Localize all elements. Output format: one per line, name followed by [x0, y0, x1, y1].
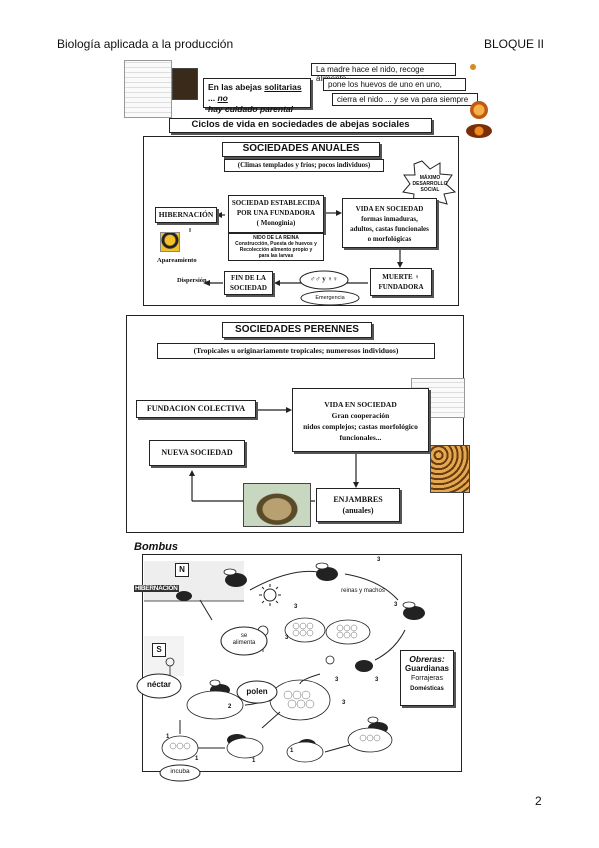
starburst-text: MÁXIMO DESARROLLO SOCIAL [408, 175, 452, 193]
founder-line-3: ( Monoginia) [256, 219, 296, 227]
step-2: pone los huevos de uno en uno, [323, 78, 466, 91]
stage-number: 3 [377, 557, 381, 563]
sexes-label: ♂♂ y ♀♀ [310, 275, 338, 283]
solitary-mid: ... [208, 93, 218, 103]
society-end-line-2: SOCIEDAD [230, 284, 267, 292]
founder-society-box: SOCIEDAD ESTABLECIDA POR UNA FUNDADORA (… [228, 195, 324, 233]
stage-number: 1 [166, 734, 170, 740]
swarms-box: ENJAMBRES (anuales) [316, 488, 400, 522]
perennial-life-line-1: VIDA EN SOCIEDAD [324, 400, 397, 409]
north-label: N [175, 563, 189, 577]
life-cycle-banner: Ciclos de vida en sociedades de abejas s… [169, 118, 432, 133]
worker-guards: Guardianas [404, 664, 449, 673]
feeds-line-2: alimenta [232, 640, 256, 646]
annual-life-line-2: formas inmaduras, [361, 215, 418, 223]
annual-life-line-4: o morfológicas [367, 235, 412, 243]
annual-title: SOCIEDADES ANUALES [222, 142, 380, 157]
pollen-label: polen [246, 687, 268, 696]
solitary-no: no [217, 93, 228, 103]
emergence-label: Emergencia [315, 295, 345, 301]
stage-number: 3 [335, 677, 339, 683]
bombus-hibernation-label: HIBERNACIÓN [134, 585, 179, 592]
worker-domestic: Domésticas [410, 686, 444, 692]
queen-nest-line-1: Construcción, Puesta de huevos y [235, 241, 317, 247]
starburst-line-2: DESARROLLO [412, 181, 448, 187]
running-header-right: BLOQUE II [484, 37, 545, 51]
society-end-box: FIN DE LA SOCIEDAD [224, 271, 273, 295]
solitary-word: solitarias [264, 82, 302, 92]
workers-title: Obreras: [409, 654, 445, 664]
perennial-title: SOCIEDADES PERENNES [222, 322, 372, 338]
annual-life-line-1: VIDA EN SOCIEDAD [355, 205, 424, 213]
annual-life-line-3: adultos, castas funcionales [350, 225, 429, 233]
collective-foundation-box: FUNDACION COLECTIVA [136, 400, 256, 418]
queen-nest-line-3: para las larvas [258, 253, 294, 259]
incubates-label: incuba [170, 768, 190, 775]
queen-nest-box: NIDO DE LA REINA Construcción, Puesta de… [228, 233, 324, 261]
society-end-line-1: FIN DE LA [230, 274, 266, 282]
stage-number: 2 [228, 704, 232, 710]
solitary-rest: hay cuidado parental [208, 104, 294, 114]
swarms-line-2: (anuales) [342, 506, 374, 515]
solitary-nest-drawing [124, 60, 172, 118]
swarms-line-1: ENJAMBRES [333, 495, 383, 504]
founder-death-line-2: FUNDADORA [378, 283, 424, 291]
bee-photo-dark [466, 124, 492, 138]
founder-line-1: SOCIEDAD ESTABLECIDA [231, 199, 321, 207]
worker-foragers: Forrajeras [411, 675, 443, 682]
perennial-life-box: VIDA EN SOCIEDAD Gran cooperación nidos … [292, 388, 429, 452]
hibernation-box: HIBERNACIÓN [155, 207, 217, 223]
stage-number: 1 [195, 756, 199, 762]
running-header-left: Biología aplicada a la producción [57, 37, 234, 51]
stage-number: 3 [285, 635, 289, 641]
swarm-photo [243, 483, 311, 527]
feeds-label: se alimenta [226, 633, 262, 647]
queens-males-label: reinas y machos [341, 588, 385, 594]
bombus-title: Bombus [134, 541, 178, 553]
page-number: 2 [535, 794, 542, 808]
mating-label: Apareamiento [157, 257, 197, 264]
south-label: S [152, 643, 166, 657]
stage-number: 3 [294, 604, 298, 610]
founder-line-2: POR UNA FUNDADORA [236, 209, 316, 217]
queen-nest-title: NIDO DE LA REINA [253, 235, 299, 241]
mating-bees-image [160, 232, 180, 252]
founder-death-box: MUERTE ♀ FUNDADORA [370, 268, 432, 296]
solitary-nest-photo [172, 68, 198, 100]
feeds-line-1: se [240, 633, 248, 639]
perennial-life-line-2: Gran cooperación [331, 411, 390, 420]
bee-photo-orange [470, 101, 488, 119]
stage-number: 3 [342, 700, 346, 706]
honeycomb-photo [430, 445, 470, 493]
stage-number: 1 [228, 737, 232, 743]
starburst-line-3: SOCIAL [420, 187, 440, 193]
solitary-prefix: En las abejas [208, 82, 265, 92]
founder-death-line-1: MUERTE ♀ [382, 273, 420, 281]
queen-nest-line-2: Recolección alimento propio y [239, 247, 313, 253]
stage-number: 3 [394, 602, 398, 608]
perennial-subtitle: (Tropicales u originariamente tropicales… [157, 343, 435, 359]
nectar-label: néctar [146, 680, 171, 689]
solitary-bees-box: En las abejas solitarias ... no hay cuid… [203, 78, 311, 114]
annual-life-box: VIDA EN SOCIEDAD formas inmaduras, adult… [342, 198, 437, 248]
dispersal-label: Dispersión [177, 277, 207, 284]
workers-box: Obreras: Guardianas Forrajeras Doméstica… [400, 650, 454, 706]
annual-subtitle: (Climas templados y fríos; pocos individ… [224, 159, 384, 172]
bee-pollen-ball [470, 64, 476, 70]
perennial-life-line-3: nidos complejos; castas morfológico [303, 422, 418, 431]
stage-number: 1 [252, 758, 256, 764]
stage-number: 3 [375, 677, 379, 683]
stage-number: 1 [290, 748, 294, 754]
new-society-box: NUEVA SOCIEDAD [149, 440, 245, 466]
step-3: cierra el nido ... y se va para siempre [332, 93, 478, 106]
starburst-line-1: MÁXIMO [419, 175, 441, 181]
perennial-life-line-4: funcionales... [339, 433, 382, 442]
